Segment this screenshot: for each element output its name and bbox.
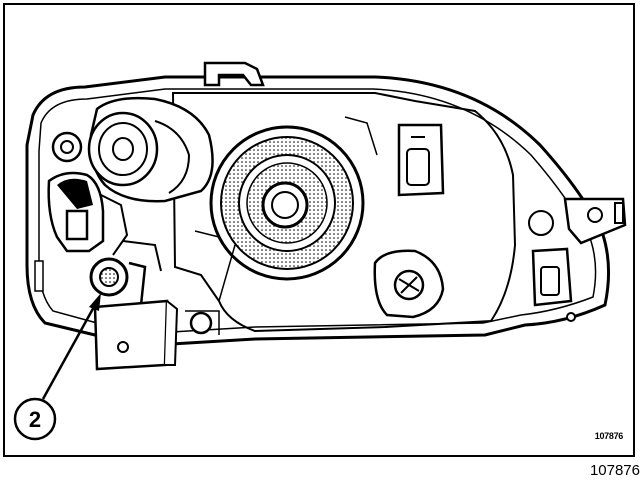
indicator-housing-upper [397,123,445,197]
mounting-bolt [89,240,162,311]
bulb-socket-core [271,191,299,219]
top-mounting-tab [203,61,265,87]
internal-contour-lines [194,116,378,302]
callout-2-label: 2 [29,407,41,432]
figure-reference-inner: 107876 [594,431,624,441]
callout-leader-2 [41,293,101,400]
high-beam-unit [87,96,214,203]
figure-frame: 2 107876 [3,3,635,457]
right-small-screw [566,312,576,322]
headlamp-illustration: 2 [13,61,627,441]
lamp-body-panel [171,92,517,333]
indicator-housing-lower [531,247,573,307]
left-slot [34,260,44,292]
callout-2: 2 [13,397,57,441]
right-mounting-tab [528,197,627,245]
lower-screw [185,310,220,335]
lower-left-bracket [93,299,179,371]
beam-adjuster [373,249,445,319]
figure-reference-outer: 107876 [589,462,640,479]
sidelight-bulb-holder [47,171,129,256]
top-left-screw [51,131,83,163]
